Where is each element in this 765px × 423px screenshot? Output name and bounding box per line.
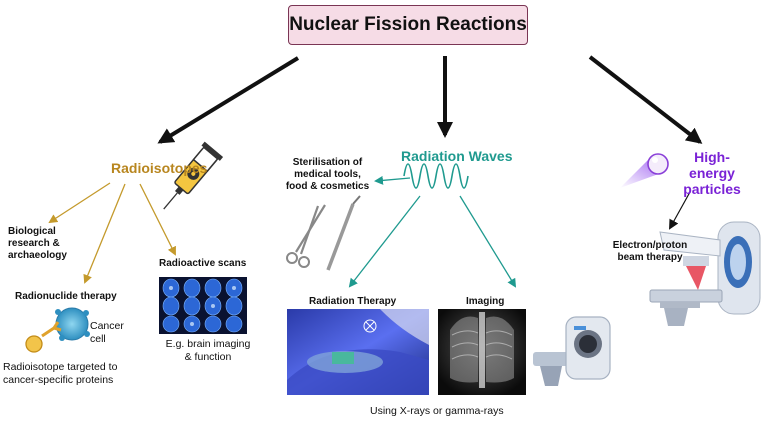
arrow-to-imaging <box>459 195 517 288</box>
radiation-therapy-label: Radiation Therapy <box>309 296 397 307</box>
beam-therapy-label: Electron/proton beam therapy <box>610 240 690 264</box>
chest-xray-image <box>438 309 526 395</box>
scanner-machine-icon <box>533 316 611 386</box>
cancer-cell-line2: cell <box>90 333 106 345</box>
antibody-cell-icon <box>25 307 90 353</box>
radiation-therapy-photo <box>287 309 429 395</box>
arrow-to-radioisotopes <box>157 56 300 144</box>
imaging-label: Imaging <box>466 296 505 307</box>
brain-imaging-caption: E.g. brain imaging & function <box>160 338 256 364</box>
radioisotope-targeted-label: Radioisotope targeted to cancer-specific… <box>3 361 117 387</box>
xray-gamma-footnote: Using X-rays or gamma-rays <box>370 405 504 417</box>
radioactive-scans-label: Radioactive scans <box>159 258 247 269</box>
high-energy-label-line1: High-energy <box>689 149 735 181</box>
sterilisation-line3: food & cosmetics <box>285 181 370 192</box>
scans-caption-line2: & function <box>184 351 232 363</box>
radionuclide-therapy-label: Radionuclide therapy <box>15 291 117 302</box>
scans-caption-line1: E.g. brain imaging <box>165 338 251 350</box>
particle-icon <box>620 153 669 188</box>
biological-line1: Biological <box>8 226 56 237</box>
wave-icon <box>403 163 469 189</box>
radioisotopes-label: Radioisotopes <box>111 160 208 176</box>
sterilisation-line2: medical tools, <box>294 169 361 180</box>
cancer-cell-line1: Cancer <box>90 320 124 332</box>
sterilisation-line1: Sterilisation of <box>292 157 363 168</box>
beam-therapy-line2: beam therapy <box>617 252 683 263</box>
cancer-cell-label: Cancer cell <box>90 320 124 346</box>
biological-line2: research & <box>8 238 60 249</box>
arrow-to-radionuclide <box>83 183 126 284</box>
high-energy-label-line2: particles <box>683 181 741 197</box>
arrow-to-radiation-therapy <box>348 195 421 288</box>
biological-line3: archaeology <box>8 250 67 261</box>
page-title: Nuclear Fission Reactions <box>288 5 528 45</box>
beam-therapy-line1: Electron/proton <box>612 240 688 251</box>
arrow-to-scans <box>139 183 176 256</box>
arrow-to-sterilisation <box>374 175 411 185</box>
sterilisation-label: Sterilisation of medical tools, food & c… <box>280 157 375 193</box>
surgical-tools-icon <box>286 195 361 271</box>
high-energy-label: High-energy particles <box>672 149 752 197</box>
brain-scans-image <box>159 277 247 334</box>
arrow-to-high-energy <box>588 55 703 144</box>
arrow-to-biological <box>48 182 111 224</box>
syringe-icon <box>163 141 224 210</box>
biological-research-label: Biological research & archaeology <box>8 226 67 262</box>
targeted-line1: Radioisotope targeted to <box>3 361 118 373</box>
targeted-line2: cancer-specific proteins <box>3 374 114 386</box>
radiation-waves-label: Radiation Waves <box>401 148 513 164</box>
arrow-to-beam-therapy <box>669 191 691 230</box>
beam-therapy-machine-icon <box>649 221 761 326</box>
